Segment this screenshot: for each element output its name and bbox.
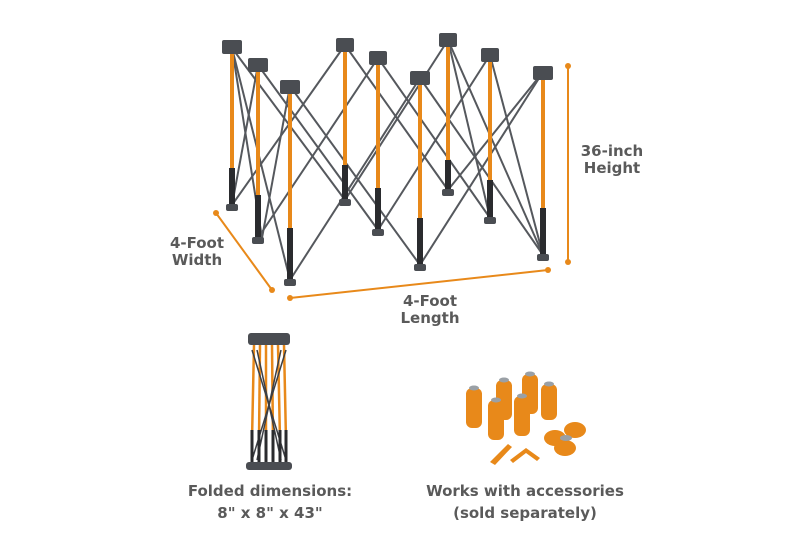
accessories-caption-note: (sold separately) xyxy=(453,504,597,523)
width-caption: Width xyxy=(171,251,223,270)
height-value: 36-inch xyxy=(580,142,644,160)
length-value: 4-Foot xyxy=(402,292,458,310)
expanded-sawhorse xyxy=(222,33,553,286)
accessories-caption: Works with accessories (sold separately) xyxy=(420,482,630,523)
width-value: 4-Foot xyxy=(169,234,225,252)
folded-caption: Folded dimensions: 8" x 8" x 43" xyxy=(180,482,360,523)
folded-sawhorse xyxy=(246,333,292,470)
dimension-lines xyxy=(215,66,569,299)
accessories-caption-title: Works with accessories xyxy=(426,482,624,500)
folded-caption-size: 8" x 8" x 43" xyxy=(217,504,323,523)
width-label: 4-Foot Width xyxy=(162,234,232,270)
length-label: 4-Foot Length xyxy=(385,292,475,328)
length-caption: Length xyxy=(400,309,460,328)
accessories-set xyxy=(466,371,586,465)
height-label: 36-inch Height xyxy=(572,142,652,178)
folded-caption-title: Folded dimensions: xyxy=(187,482,353,500)
height-caption: Height xyxy=(583,159,641,178)
